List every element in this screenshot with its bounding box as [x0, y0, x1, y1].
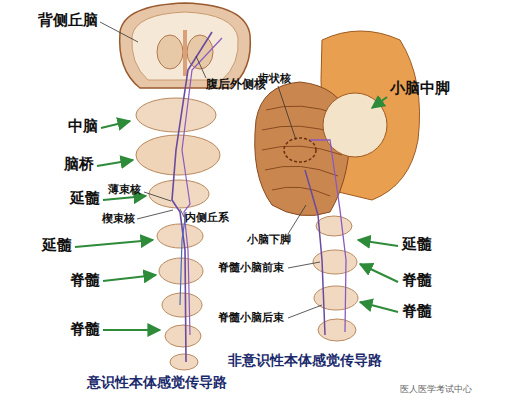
peduncle-label: 小脑中脚	[390, 80, 450, 97]
watermark: 医人医学考试中心	[400, 384, 472, 394]
figure-caption: 非意识性本体感觉传导路	[228, 352, 382, 368]
tract-label: 脊髓小脑前束	[218, 262, 284, 275]
region-label: 延髓	[70, 190, 100, 207]
region-label: 中脑	[68, 118, 98, 135]
nucleus-label: 薄束核	[108, 184, 141, 197]
region-label: 背侧丘脑	[38, 12, 98, 29]
tract-label: 脊髓小脑后束	[218, 312, 284, 325]
nucleus-label: 齿状核	[258, 73, 291, 86]
peduncle-label: 小脑下脚	[247, 234, 291, 247]
region-label: 脊髓	[70, 272, 100, 289]
region-label: 脑桥	[64, 156, 94, 173]
region-label: 脊髓	[70, 321, 100, 338]
figure-caption: 意识性本体感觉传导路	[87, 374, 227, 390]
nucleus-label: 楔束核	[102, 213, 135, 226]
nucleus-label: 腹后外侧核	[206, 78, 266, 92]
region-label: 延髓	[42, 237, 72, 254]
region-label: 延髓	[402, 236, 432, 253]
region-label: 脊髓	[402, 272, 432, 289]
tract-label: 内侧丘系	[185, 212, 229, 225]
region-label: 脊髓	[402, 303, 432, 320]
